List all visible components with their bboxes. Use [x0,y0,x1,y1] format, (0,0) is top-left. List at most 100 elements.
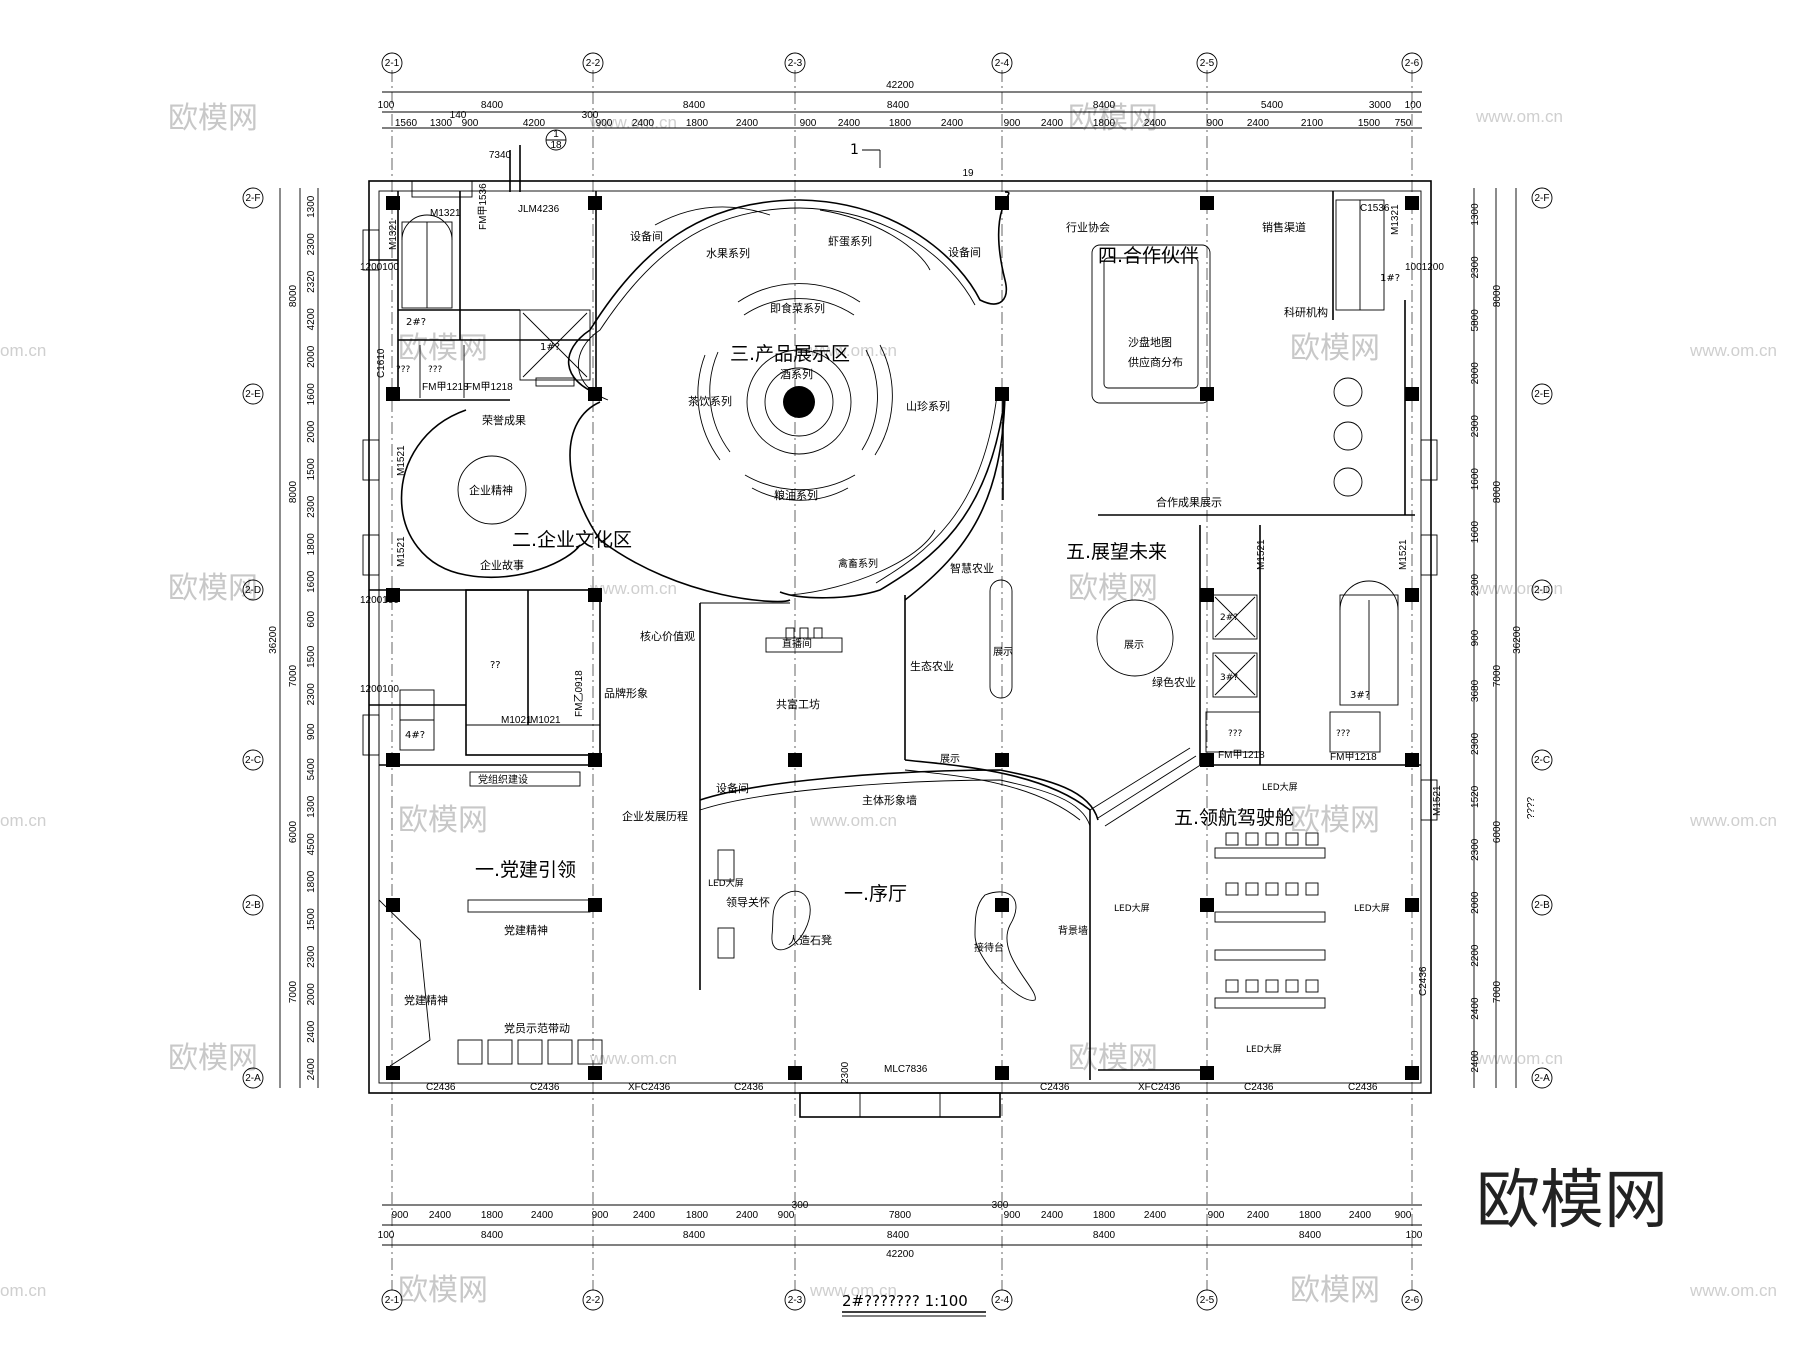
dimension-text: 2400 [941,118,964,129]
dimension-text: 2300 [1470,838,1481,861]
dimension-text: 2000 [1470,891,1481,914]
window-code: XFC2436 [1138,1082,1181,1093]
dimension-text: 7000 [1492,980,1503,1003]
axis-label: 2-D [1534,585,1550,596]
dimension-text: 1001200 [1405,262,1444,273]
label-restroom: ?? [490,660,501,671]
left-detail-dimensions: 1300230023204200200016002000150023001800… [306,195,317,1080]
dimension-text: 2300 [306,233,317,256]
label-party-spirit: 党建精神 [504,923,548,937]
dimension-text: 1500 [306,645,317,668]
dimension-text: 900 [800,118,817,129]
dimension-text: 100 [1405,100,1422,111]
label-reception-desk: 接待台 [974,941,1004,954]
dimension-text: 6000 [288,820,299,843]
dimension-text: 900 [592,1210,609,1221]
label-poultry-series: 禽畜系列 [838,557,878,570]
axis-label: 2-B [1534,900,1550,911]
dimension-text: 5400 [306,758,317,781]
watermark-url: om.cn [0,341,46,360]
dimension-text: 1500 [306,908,317,931]
door-code: M1521 [1256,539,1267,570]
window-code: XFC2436 [628,1082,671,1093]
door-code: M1521 [396,445,407,476]
axis-label: 2-F [246,193,261,204]
dimension-text: 42200 [886,1249,914,1260]
dimension-text: 1600 [306,383,317,406]
door-code: FM甲1218 [422,382,469,393]
axis-label: 2-3 [788,58,803,69]
dimension-text: 5800 [1470,309,1481,332]
label-party-spirit: 党建精神 [404,993,448,1007]
label-equipment-room: 设备间 [716,781,749,795]
dimension-text: 8400 [887,100,910,111]
label-party-model: 党员示范带动 [504,1021,570,1035]
watermark-text: 欧模网 [168,1041,258,1076]
window-code: C1610 [376,348,387,378]
watermark-text: 欧模网 [1290,803,1380,838]
dimension-text: 900 [462,118,479,129]
dimension-text: 1200100 [360,684,399,695]
axis-label: 2-5 [1200,1295,1215,1306]
label-honors: 荣誉成果 [482,413,526,427]
door-code: FM甲1218 [1218,750,1265,761]
dimension-text: 2320 [306,270,317,293]
dimension-text: 8400 [683,100,706,111]
door-code: M1521 [1432,785,1443,816]
watermark-url: www.om.cn [809,341,897,360]
dimension-text: 2400 [1144,1210,1167,1221]
dimension-text: 1560 [395,118,418,129]
watermark-url: www.om.cn [589,579,677,598]
label-fruit-series: 水果系列 [706,246,750,260]
door-code: FM甲1218 [466,382,513,393]
label-elevator: 1#? [540,342,560,353]
brand-logo: 欧模网 [1476,1164,1668,1238]
dimension-text: 1300 [1470,203,1481,226]
label-led-screen: LED大屏 [708,877,744,889]
dimension-text: 300 [992,1200,1009,1211]
dimension-text: 7000 [288,664,299,687]
dimension-text: 900 [1208,1210,1225,1221]
watermark-url: om.cn [0,811,46,830]
watermark-url: www.om.cn [1689,811,1777,830]
dimension-text: 2300 [306,945,317,968]
watermark-url: www.om.cn [589,113,677,132]
axis-label: 2-6 [1405,1295,1420,1306]
label-main-image-wall: 主体形象墙 [862,793,917,807]
axis-label: 2-A [1534,1073,1550,1084]
label-industry-association: 行业协会 [1066,220,1110,234]
axis-label: 2-A [245,1073,261,1084]
axis-label: 2-E [245,389,261,400]
section-mark: 1 [850,142,859,158]
left-dimension-chain: 36200 8000 8000 7000 6000 7000 [268,188,319,1088]
dimension-text: 2400 [1041,1210,1064,1221]
dimension-text: 900 [1470,629,1481,646]
label-story: 企业故事 [480,558,524,572]
label-development-history: 企业发展历程 [622,809,688,823]
axis-label: 2-F [1535,193,1550,204]
label-equipment-room: 设备间 [948,245,981,259]
dimension-text: 750 [1395,118,1412,129]
dimension-text: 4200 [306,308,317,331]
dimension-text: 36200 [1512,626,1523,654]
dimension-text: 19 [962,168,974,179]
right-dimension-chain: 36200 8000 8000 7000 6000 7000 ???? [1473,188,1537,1088]
label-room: ??? [428,365,443,375]
dimension-text: 7800 [889,1210,912,1221]
label-stair: 2#? [406,317,426,328]
axis-label: 2-C [245,755,261,766]
label-common-prosperity-workshop: 共富工坊 [776,697,820,711]
label-core-values: 核心价值观 [640,629,695,643]
dimension-text: 100 [378,1230,395,1241]
door-code: M1321 [388,219,399,250]
watermark-text: 欧模网 [1290,1273,1380,1308]
dimension-text: 2400 [838,118,861,129]
door-code: FM乙0918 [573,670,585,717]
dimension-text: 2400 [633,1210,656,1221]
dimension-text: 7000 [1492,664,1503,687]
room-labels: 设备间 设备间 设备间 水果系列 虾蛋系列 即食菜系列 酒系列 茶饮系列 山珍系… [396,220,1400,1055]
dimension-text: 900 [1395,1210,1412,1221]
dimension-text: 8400 [887,1230,910,1241]
label-equipment-room: 设备间 [630,229,663,243]
